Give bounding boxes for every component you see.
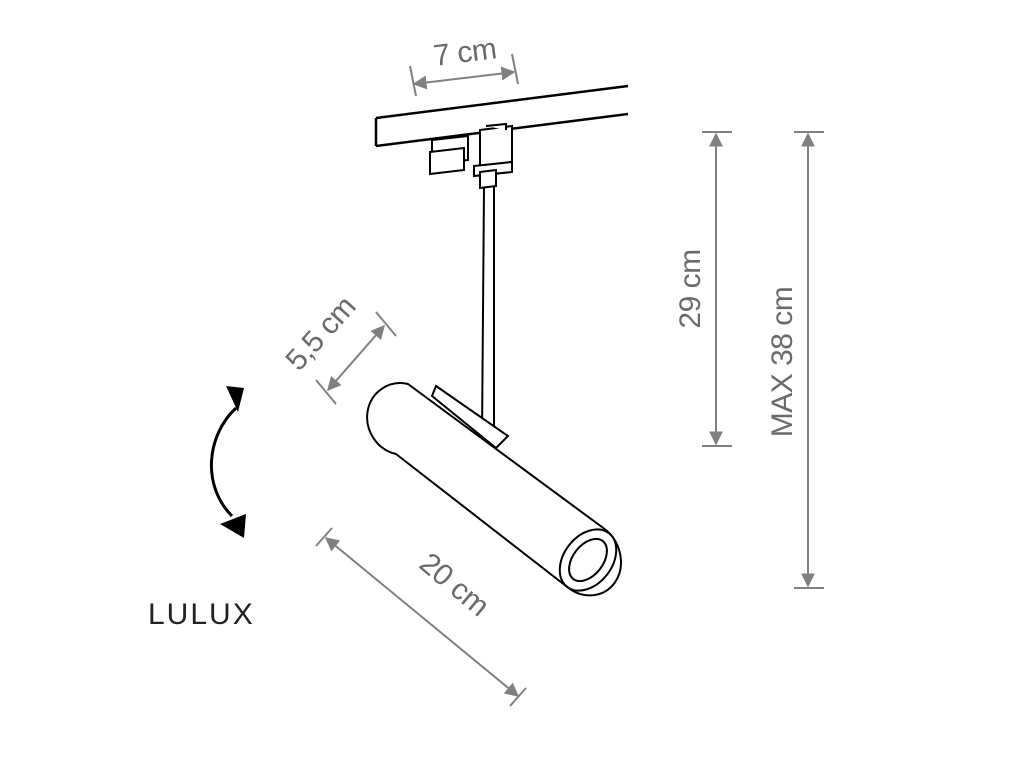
width-top-label: 7 cm [432,32,499,72]
track-adapter [429,122,513,178]
dimension-diameter [315,311,397,405]
max-height-label: MAX 38 cm [766,287,799,438]
suspension-rod [479,168,497,437]
spotlight-body [366,382,622,597]
brand-name: LULUX [148,598,255,631]
dimension-length [315,527,527,707]
curved-double-arrow-icon [210,386,246,538]
length-label: 20 cm [413,547,495,623]
dimension-width [409,53,519,97]
height-label: 29 cm [674,249,707,328]
dimension-height [702,131,732,447]
dimension-max-height [794,131,824,589]
